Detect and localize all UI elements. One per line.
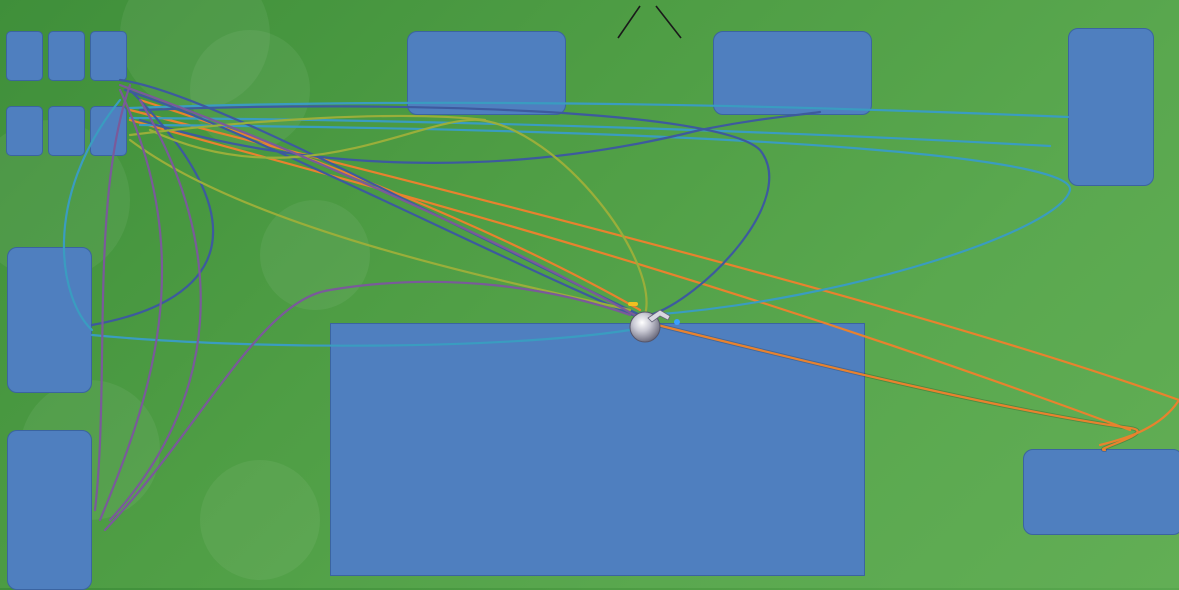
top-center-panel-1[interactable]: [407, 31, 566, 115]
small-tile-4[interactable]: [6, 106, 43, 156]
left-bottom-panel[interactable]: [7, 430, 92, 590]
wire-group-purple: [93, 83, 642, 532]
caret-up-icon: [617, 5, 682, 39]
left-middle-panel[interactable]: [7, 247, 92, 393]
small-tile-5[interactable]: [48, 106, 85, 156]
small-tile-3[interactable]: [90, 31, 127, 81]
wire-group-teal: [62, 98, 1072, 347]
small-tile-1[interactable]: [6, 31, 43, 81]
clover-decoration: [200, 460, 320, 580]
faucet-sphere-icon[interactable]: [628, 302, 680, 343]
main-canvas-panel[interactable]: [330, 323, 865, 576]
small-tile-2[interactable]: [48, 31, 85, 81]
clover-decoration: [260, 200, 370, 310]
right-bottom-panel[interactable]: [1023, 449, 1179, 535]
right-tall-panel[interactable]: [1068, 28, 1154, 186]
wire-group-olive: [128, 114, 648, 317]
